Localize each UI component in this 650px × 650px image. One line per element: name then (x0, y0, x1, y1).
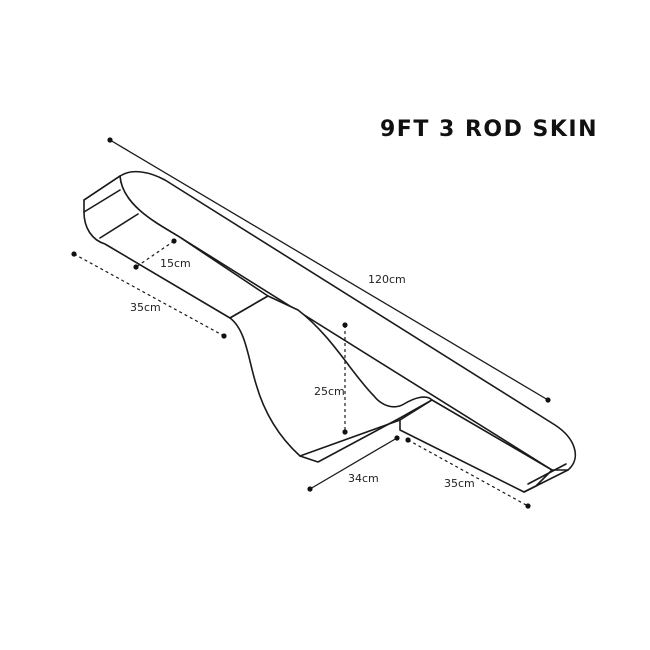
depth-endpoint-b (342, 429, 348, 435)
bottom-width-line (309, 437, 398, 490)
depth-endpoint-a (342, 322, 348, 328)
left-end-line (73, 253, 225, 337)
length-endpoint-end (545, 397, 551, 403)
left-end-endpoint-b (221, 333, 227, 339)
left-end-label: 35cm (130, 301, 161, 314)
right-end-cap-edge (523, 469, 569, 493)
top-width-label: 15cm (160, 257, 191, 270)
rod-skin-bag (83, 170, 577, 493)
left-inner-fold (99, 213, 139, 239)
left-end-endpoint-a (71, 251, 77, 257)
right-end-line (407, 439, 529, 507)
diagram-title: 9FT 3 ROD SKIN (380, 117, 598, 142)
right-end-cap-edge2 (527, 463, 567, 485)
right-end-endpoint-a (405, 437, 411, 443)
bottom-width-endpoint-b (394, 435, 400, 441)
center-pouch (229, 295, 433, 463)
right-end-label: 35cm (444, 477, 475, 490)
length-line (109, 139, 549, 401)
top-width-line (135, 240, 175, 268)
bottom-width-label: 34cm (348, 472, 379, 485)
length-label: 120cm (368, 273, 406, 286)
right-end-endpoint-b (525, 503, 531, 509)
left-end-cap-edge2 (83, 175, 121, 201)
dimension-lines: 120cm 15cm 35cm 25cm 34cm 35cm (71, 137, 551, 509)
bottom-width-endpoint-a (307, 486, 313, 492)
left-end-cap-edge (83, 189, 121, 213)
pouch-bottom-edge (299, 419, 401, 457)
depth-label: 25cm (314, 385, 345, 398)
length-endpoint-start (107, 137, 113, 143)
top-width-endpoint-a (171, 238, 177, 244)
top-width-endpoint-b (133, 264, 139, 270)
